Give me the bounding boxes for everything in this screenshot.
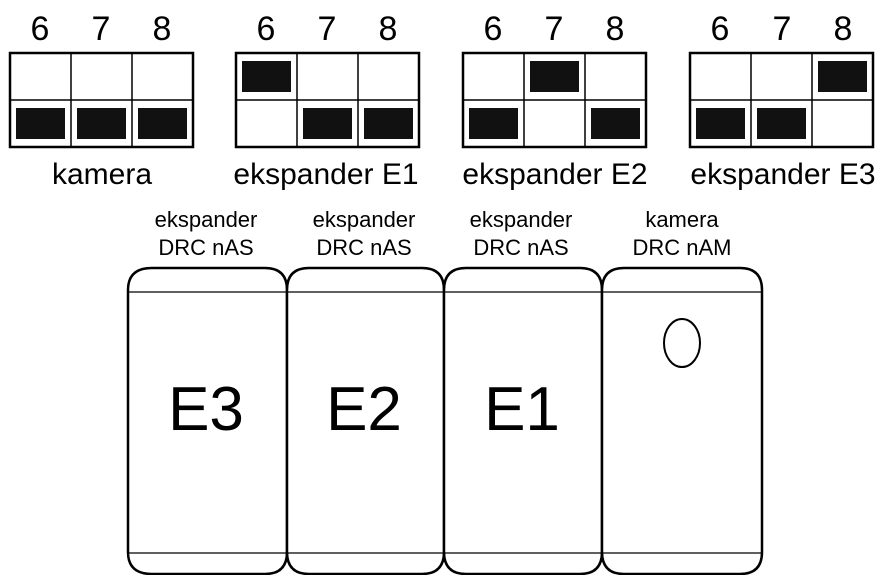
module-e3: E3 [126,266,289,576]
switch-knob-8 [364,108,413,139]
module-caption-e1-line1: ekspander [470,207,573,232]
pin-label-8: 8 [153,10,172,48]
pin-label-6: 6 [257,10,276,48]
module-caption-e2-line2: DRC nAS [316,235,411,260]
pin-label-8: 8 [834,10,853,48]
switch-group-kamera: 6 7 8 kamera [8,10,195,191]
switch-group-e1: 6 7 8 ekspander E1 [233,10,421,191]
switch-group-e2: 6 7 8 ekspander E2 [461,10,648,191]
pin-label-7: 7 [318,10,337,48]
switch-knob-8 [591,108,640,139]
switch-knob-7 [757,108,806,139]
switch-group-label: ekspander E3 [690,158,875,191]
module-caption-kamera-line2: DRC nAM [632,235,731,260]
pin-label-8: 8 [606,10,625,48]
module-caption-e2-line1: ekspander [313,207,416,232]
module-face-label-e2: E2 [326,375,402,444]
module-e1: E1 [442,266,604,576]
pin-label-7: 7 [545,10,564,48]
module-caption-e3-line2: DRC nAS [158,235,253,260]
pin-label-6: 6 [31,10,50,48]
module-body-e1 [442,266,604,576]
pin-label-8: 8 [379,10,398,48]
switch-knob-6 [16,108,65,139]
switch-knob-6 [696,108,745,139]
switch-knob-6 [469,108,518,139]
switch-knob-7 [303,108,352,139]
module-face-label-e3: E3 [168,375,244,444]
module-caption-kamera-line1: kamera [645,207,719,232]
switch-knob-7 [77,108,126,139]
module-caption-e3-line1: ekspander [155,207,258,232]
module-kamera [600,266,764,576]
switch-group-label: ekspander E2 [462,158,647,191]
switch-knob-7 [530,61,579,92]
module-caption-e1-line2: DRC nAS [473,235,568,260]
pin-label-7: 7 [773,10,792,48]
switch-knob-8 [818,61,867,92]
switch-group-e3: 6 7 8 ekspander E3 [688,10,876,191]
module-body-e3 [126,266,289,576]
pin-label-6: 6 [484,10,503,48]
camera-lens-icon [663,318,701,368]
switch-group-label: kamera [52,158,152,191]
module-body-e2 [285,266,446,576]
module-face-label-e1: E1 [484,375,560,444]
module-body-kamera [600,266,764,576]
switch-knob-6 [242,61,291,92]
switch-knob-8 [138,108,187,139]
module-captions: ekspander DRC nAS ekspander DRC nAS eksp… [155,207,732,260]
switch-group-label: ekspander E1 [233,158,418,191]
module-e2: E2 [285,266,446,576]
pin-label-7: 7 [92,10,111,48]
pin-label-6: 6 [711,10,730,48]
